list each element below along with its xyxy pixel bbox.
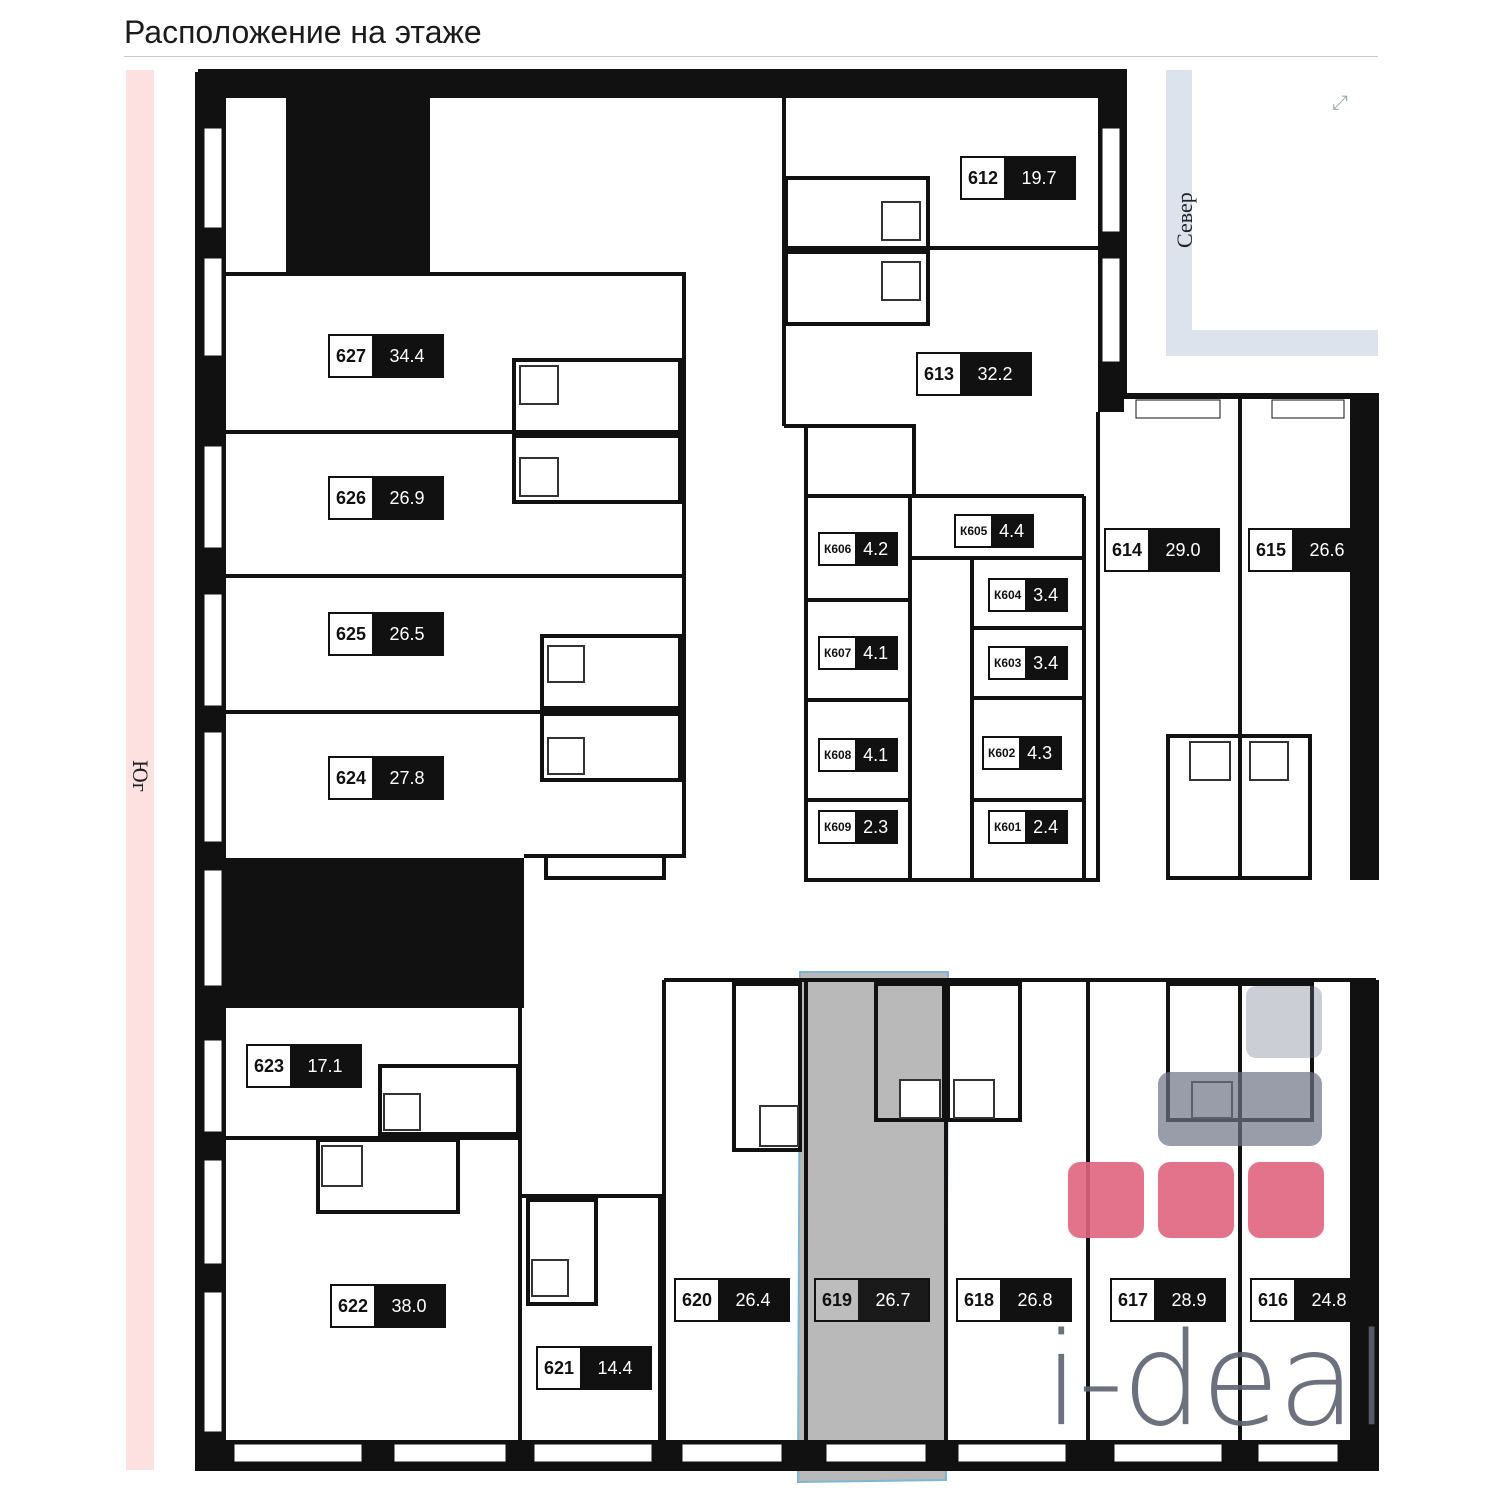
brand-watermark: i-deal xyxy=(1044,1306,1390,1455)
north-orientation-strip xyxy=(1166,70,1378,356)
title-divider xyxy=(124,56,1378,57)
selected-unit-619-area xyxy=(796,971,950,1484)
south-orientation-strip xyxy=(126,70,154,1470)
expand-icon[interactable]: ⤢ xyxy=(1332,92,1348,114)
unit-markers xyxy=(1068,986,1324,1238)
north-strip-horizontal xyxy=(1166,330,1378,356)
page-title: Расположение на этаже xyxy=(124,14,482,50)
